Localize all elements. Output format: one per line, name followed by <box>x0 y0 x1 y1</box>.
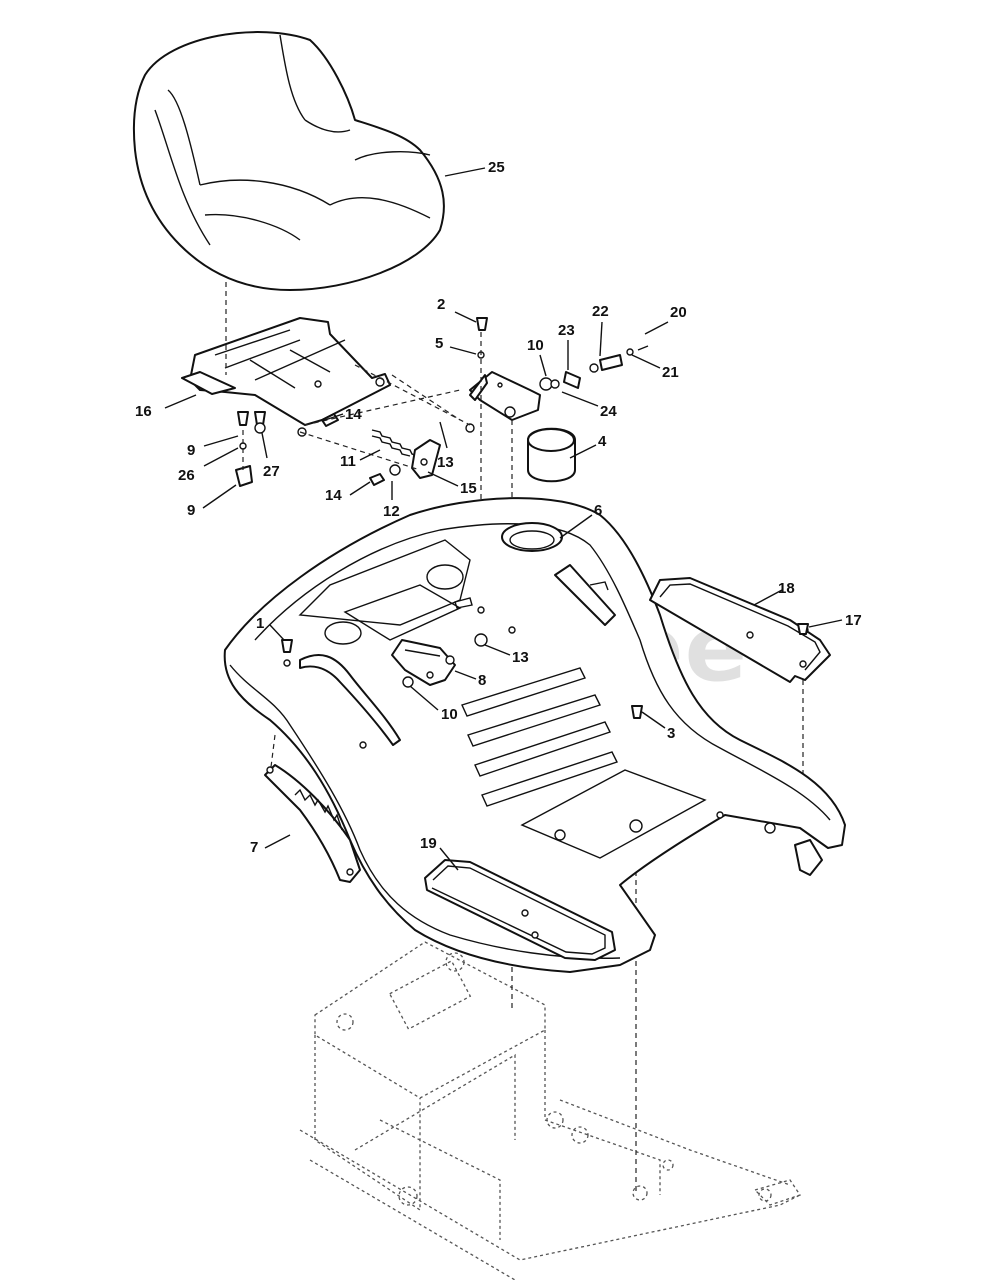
callout-9-bottom: 9 <box>187 502 195 519</box>
callout-13-top: 13 <box>437 454 454 471</box>
callout-23: 23 <box>558 322 575 339</box>
callout-20: 20 <box>670 304 687 321</box>
callout-14-top: 14 <box>345 406 362 423</box>
callout-19: 19 <box>420 835 437 852</box>
callout-24: 24 <box>600 403 617 420</box>
shift-plate <box>264 764 361 883</box>
latch-bracket <box>391 639 456 688</box>
callout-1: 1 <box>256 615 264 632</box>
callout-5: 5 <box>435 335 443 352</box>
callout-10-bottom: 10 <box>441 706 458 723</box>
callout-22: 22 <box>592 303 609 320</box>
leader-lines <box>164 167 843 871</box>
callout-25: 25 <box>488 159 505 176</box>
callout-3: 3 <box>667 725 675 742</box>
body-fasteners <box>281 623 809 719</box>
callout-12: 12 <box>383 503 400 520</box>
callout-16: 16 <box>135 403 152 420</box>
callout-2: 2 <box>437 296 445 313</box>
callout-15: 15 <box>460 480 477 497</box>
seat-pan <box>181 317 391 437</box>
callout-9-top: 9 <box>187 442 195 459</box>
callout-4: 4 <box>598 433 607 450</box>
switch-hardware <box>539 345 649 391</box>
callout-21: 21 <box>662 364 679 381</box>
callout-labels: 25 2 5 10 23 22 20 21 24 4 6 16 14 9 26 … <box>135 159 862 856</box>
callout-18: 18 <box>778 580 795 597</box>
callout-8: 8 <box>478 672 486 689</box>
spring-assembly <box>321 413 475 486</box>
callout-11: 11 <box>340 453 356 470</box>
mounting-hardware <box>235 317 488 487</box>
callout-17: 17 <box>845 612 862 629</box>
callout-7: 7 <box>250 839 258 856</box>
footrest-panel <box>424 859 616 961</box>
seat <box>132 31 445 291</box>
callout-26: 26 <box>178 467 195 484</box>
callout-13-bottom: 13 <box>512 649 529 666</box>
fuel-cap <box>527 427 576 483</box>
callout-6: 6 <box>594 502 602 519</box>
tractor-frame <box>299 941 802 1280</box>
callout-27: 27 <box>263 463 280 480</box>
callout-10-top: 10 <box>527 337 544 354</box>
seat-bracket <box>469 371 541 421</box>
callout-14-bottom: 14 <box>325 487 342 504</box>
